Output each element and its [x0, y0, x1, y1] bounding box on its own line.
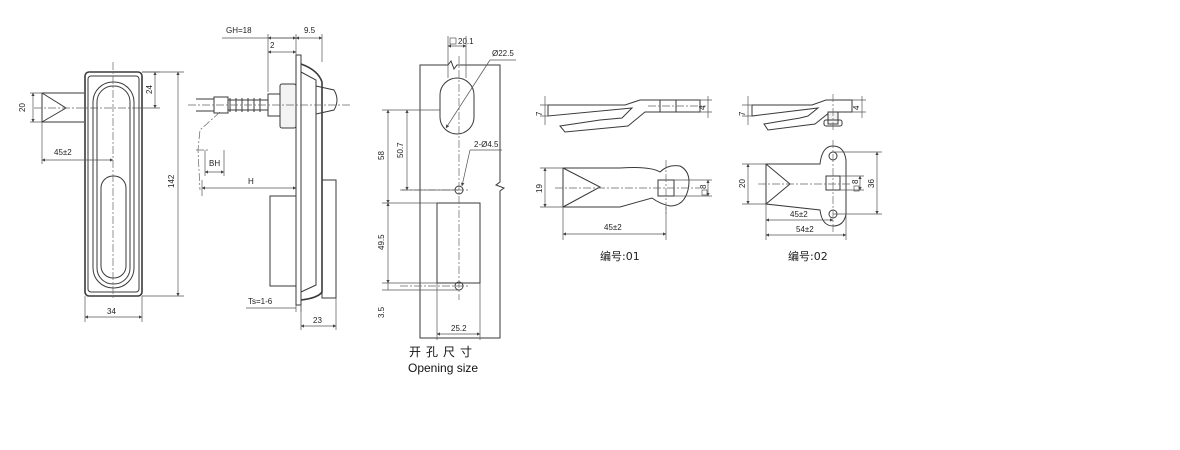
- opening-caption-cn: 开孔尺寸: [409, 345, 477, 359]
- dim-bh: BH: [209, 159, 220, 168]
- p01-label: 编号:01: [600, 249, 640, 263]
- part-01: 7 4 19 8 45±2 编号:01: [535, 96, 712, 263]
- dim-9-5: 9.5: [304, 26, 316, 35]
- p02-dim-45: 45±2: [790, 210, 808, 219]
- dim-holes: 2-Ø4.5: [474, 140, 499, 149]
- part-02: 7 4 20 8 36 45±2 54±2 编号:02: [738, 94, 882, 263]
- dim-23: 23: [313, 316, 322, 325]
- dim-gh: GH=18: [226, 26, 252, 35]
- dim-dia-22-5: Ø22.5: [492, 49, 514, 58]
- dim-ts: Ts=1-6: [248, 297, 273, 306]
- p02-sq-8: 8: [851, 179, 860, 184]
- bezel-profile: [300, 63, 323, 301]
- handle-body: [84, 71, 143, 297]
- nut: [279, 83, 297, 129]
- rear-housing: [269, 195, 297, 287]
- p02-dim-7: 7: [738, 111, 747, 116]
- p01-dim-4: 4: [698, 105, 707, 110]
- handle-slot: [92, 81, 135, 289]
- panel-plate: [295, 54, 302, 306]
- dim-142: 142: [167, 174, 176, 188]
- dim-2: 2: [270, 41, 275, 50]
- side-view: GH=18 2 9.5 BH H Ts=1-6 23: [188, 26, 350, 330]
- dim-34: 34: [107, 307, 116, 316]
- p02-dim-54: 54±2: [796, 225, 814, 234]
- p02-dim-36: 36: [867, 179, 876, 188]
- cam-top: [562, 165, 690, 208]
- dim-58: 58: [377, 151, 386, 160]
- p01-sq-8: 8: [699, 184, 708, 189]
- handle-grip: [100, 175, 127, 279]
- panel-outline: [419, 59, 506, 339]
- dim-24: 24: [145, 85, 154, 94]
- dim-3-5: 3.5: [377, 306, 386, 318]
- opening-caption-en: Opening size: [408, 361, 478, 375]
- dim-20: 20: [18, 103, 27, 112]
- p01-dim-45: 45±2: [604, 223, 622, 232]
- dim-50-7: 50.7: [396, 142, 405, 158]
- dim-25-2: 25.2: [451, 324, 467, 333]
- knob-side: [315, 85, 338, 115]
- lower-cutout: [436, 202, 481, 284]
- front-view: 20 24 142 45±2 34: [18, 62, 184, 322]
- p02-dim-20: 20: [738, 179, 747, 188]
- p02-label: 编号:02: [788, 249, 828, 263]
- upper-cutout: [439, 77, 475, 135]
- p01-dim-19: 19: [535, 184, 544, 193]
- cam-profile: [751, 99, 853, 131]
- dim-h: H: [248, 177, 254, 186]
- latch-wedge: [41, 92, 84, 123]
- opening-size-view: 20.1 Ø22.5 58 50.7 2-Ø4.5 49.5 3.5 25.2 …: [377, 36, 516, 375]
- cam-profile: [547, 99, 701, 133]
- dim-49-5: 49.5: [377, 234, 386, 250]
- p02-dim-4: 4: [852, 105, 861, 110]
- p01-dim-7: 7: [535, 111, 544, 116]
- dim-sq-20-1: 20.1: [458, 37, 474, 46]
- dim-45: 45±2: [54, 148, 72, 157]
